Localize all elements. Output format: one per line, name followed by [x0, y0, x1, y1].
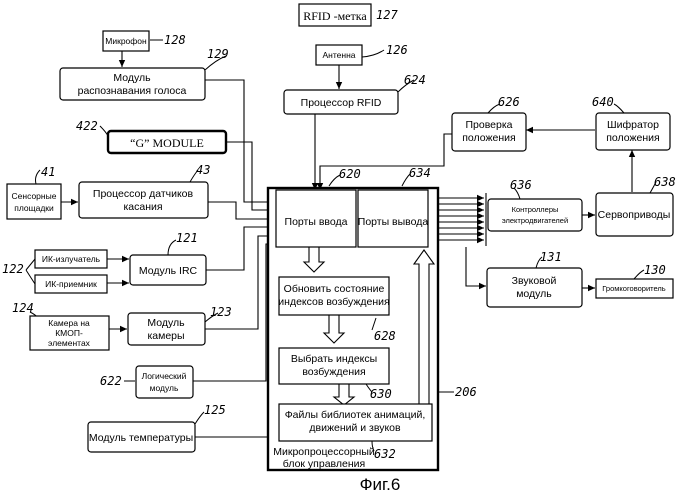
ref-128: 128 [164, 33, 186, 47]
rfid-processor-block: Процессор RFID [284, 90, 398, 114]
ref-124: 124 [12, 301, 34, 315]
logic-module-line1: Логический [142, 371, 187, 381]
ref-626: 626 [498, 95, 520, 109]
irc-module-label: Модуль IRC [139, 265, 198, 277]
cmos-camera-line3: элементах [48, 338, 91, 348]
camera-module-line2: камеры [147, 330, 184, 342]
rfid-tag-block: RFID -метка [299, 4, 371, 26]
figure-caption: Фиг.6 [360, 475, 401, 494]
position-encoder-block: Шифратор положения [596, 113, 670, 150]
cmos-camera-line2: КМОП- [55, 328, 83, 338]
check-to-input-arrow [320, 134, 452, 190]
mcu-block: Порты ввода Порты вывода Обновить состоя… [268, 188, 438, 470]
ref-129: 129 [207, 47, 229, 61]
position-encoder-line1: Шифратор [607, 119, 659, 131]
mcu-line2: блок управления [283, 458, 365, 470]
g-module-block: “G” MODULE [108, 131, 226, 153]
ref-131: 131 [540, 250, 562, 264]
speaker-label: Громкоговоритель [602, 284, 665, 293]
actuator-controllers-block: Контроллеры электродвигателей [488, 199, 582, 231]
g-module-label: “G” MODULE [130, 136, 204, 150]
voice-module-line2: распознавания голоса [78, 85, 187, 97]
camera-module-line1: Модуль [147, 317, 185, 329]
sound-module-line1: Звуковой [512, 275, 557, 287]
update-state-line1: Обновить состояние [284, 283, 385, 295]
temperature-module-block: Модуль температуры [88, 422, 195, 452]
actuator-controllers-line2: электродвигателей [502, 216, 568, 225]
ref-127: 127 [376, 8, 398, 22]
ref-640: 640 [592, 95, 614, 109]
logic-module-block: Логический модуль [136, 366, 193, 398]
ref-636: 636 [510, 178, 532, 192]
actuator-controllers-line1: Контроллеры [512, 205, 559, 214]
speaker-block: Громкоговоритель [596, 279, 673, 298]
irc-module-block: Модуль IRC [130, 255, 206, 285]
ref-130: 130 [644, 263, 666, 277]
ir-emitter-block: ИК-излучатель [35, 250, 107, 268]
sound-module-line2: модуль [516, 288, 552, 300]
ref-630: 630 [370, 387, 392, 401]
voice-module-line1: Модуль [113, 72, 151, 84]
select-indices-line1: Выбрать индексы [291, 353, 377, 365]
ref-638: 638 [654, 175, 676, 189]
antenna-label: Антенна [322, 50, 355, 60]
ref-122: 122 [2, 262, 24, 276]
position-check-line1: Проверка [465, 119, 512, 131]
ref-622: 622 [100, 374, 122, 388]
rfid-processor-label: Процессор RFID [301, 97, 382, 109]
ref-628: 628 [374, 329, 396, 343]
output-ports-label: Порты вывода [358, 216, 429, 228]
microphone-label: Микрофон [105, 36, 147, 46]
ref-620: 620 [339, 167, 361, 181]
update-state-line2: индексов возбуждения [278, 296, 389, 308]
cmos-camera-block: Камера на КМОП- элементах [30, 316, 109, 350]
voice-module-block: Модуль распознавания голоса [60, 68, 205, 100]
ref-43: 43 [196, 163, 210, 177]
position-check-line2: положения [462, 132, 515, 144]
touch-pads-line1: Сенсорные [12, 191, 57, 201]
ir-receiver-block: ИК-приемник [35, 275, 107, 293]
library-files-line1: Файлы библиотек анимаций, [285, 409, 426, 421]
select-indices-line2: возбуждения [302, 366, 365, 378]
out-to-sound-arrow [466, 247, 486, 286]
microphone-block: Микрофон [103, 31, 149, 51]
servo-drives-block: Сервоприводы [596, 193, 673, 236]
ref-206: 206 [455, 385, 477, 399]
position-check-block: Проверка положения [452, 113, 526, 151]
ir-receiver-label: ИК-приемник [45, 279, 97, 289]
ref-422: 422 [76, 119, 98, 133]
ref-121: 121 [176, 231, 198, 245]
sound-module-block: Звуковой модуль [487, 268, 582, 307]
touch-pads-line2: площадки [14, 203, 54, 213]
cmos-camera-line1: Камера на [48, 318, 90, 328]
servo-drives-label: Сервоприводы [598, 209, 671, 221]
antenna-block: Антенна [316, 45, 362, 65]
ref-624: 624 [404, 73, 426, 87]
ref-126: 126 [386, 43, 408, 57]
logic-module-line2: модуль [150, 383, 179, 393]
rfid-tag-label: RFID -метка [303, 9, 367, 23]
ir-emitter-label: ИК-излучатель [42, 254, 101, 264]
library-files-line2: движений и звуков [309, 422, 401, 434]
touch-processor-line2: касания [123, 201, 162, 213]
ref-634: 634 [409, 166, 431, 180]
ref-125: 125 [204, 403, 226, 417]
ref-41: 41 [41, 165, 55, 179]
input-ports-label: Порты ввода [285, 216, 348, 228]
touch-pads-block: Сенсорные площадки [7, 184, 61, 219]
temperature-module-label: Модуль температуры [89, 432, 193, 444]
ref-632: 632 [374, 447, 396, 461]
position-encoder-line2: положения [606, 132, 659, 144]
touch-processor-block: Процессор датчиков касания [79, 182, 208, 218]
touch-processor-line1: Процессор датчиков [93, 188, 194, 200]
mcu-line1: Микропроцессорный [273, 446, 375, 458]
camera-module-block: Модуль камеры [128, 313, 205, 345]
ref-123: 123 [210, 305, 232, 319]
